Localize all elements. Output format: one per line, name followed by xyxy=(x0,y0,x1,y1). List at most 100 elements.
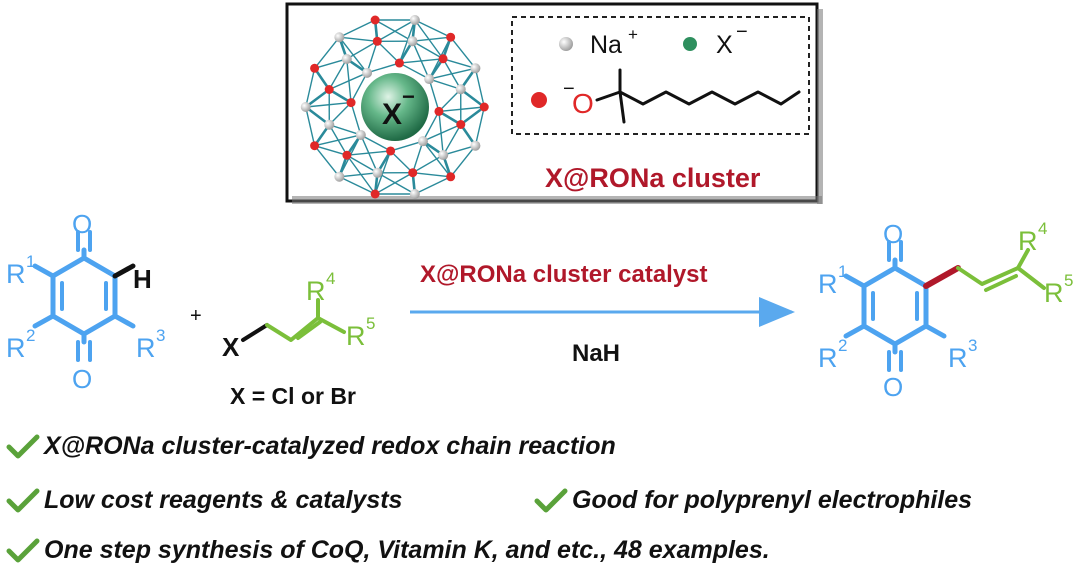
cluster-cage-illustration xyxy=(300,14,489,200)
cage-oxygen-atom xyxy=(342,150,352,160)
cage-bond xyxy=(412,36,451,42)
checkmark-icon xyxy=(534,488,568,514)
cage-oxygen-atom xyxy=(438,54,448,64)
product-r4: R xyxy=(1018,226,1038,256)
catalyst-label: X@RONa cluster catalyst xyxy=(420,261,708,288)
allyl-halide: X R 4 R 5 X = Cl or Br xyxy=(222,269,375,409)
cage-bond xyxy=(422,111,440,142)
oxygen-legend-icon xyxy=(531,92,547,108)
cage-oxygen-atom xyxy=(446,172,456,182)
product-r5-sup: 5 xyxy=(1064,271,1073,290)
checkmark-icon xyxy=(6,538,40,564)
cage-sodium-atom xyxy=(372,167,383,178)
cage-bond xyxy=(438,111,444,156)
allyl-r5: R xyxy=(346,321,366,351)
alkoxide-skeleton xyxy=(595,68,801,124)
product-r2: R xyxy=(818,343,838,373)
cage-bond xyxy=(346,150,391,156)
cage-bond xyxy=(374,19,413,42)
allyl-r4-sup: 4 xyxy=(326,269,335,288)
cage-bond xyxy=(377,172,416,195)
cage-sodium-atom xyxy=(455,84,466,95)
cage-oxygen-atom xyxy=(446,32,456,42)
cage-bond xyxy=(366,62,400,74)
cage-bond xyxy=(314,58,347,69)
halide-condition: X = Cl or Br xyxy=(230,383,356,409)
cage-bond xyxy=(414,176,451,195)
cage-sodium-atom xyxy=(341,53,352,64)
cage-bond xyxy=(366,41,378,74)
cage-bond xyxy=(314,145,348,156)
cage-bond xyxy=(376,40,400,64)
highlight-row-3: Good for polyprenyl electrophiles xyxy=(534,486,972,515)
cage-bond xyxy=(339,176,376,195)
sodium-charge: + xyxy=(628,25,638,44)
cage-bond xyxy=(390,150,414,174)
allyl-r4: R xyxy=(306,276,326,306)
cage-oxygen-atom xyxy=(370,189,380,199)
reactant-o-bottom: O xyxy=(72,364,92,394)
cage-oxygen-atom xyxy=(408,168,418,178)
product-r3: R xyxy=(948,343,968,373)
cage-bond xyxy=(411,40,430,80)
cage-sodium-atom xyxy=(424,74,435,85)
cage-bond xyxy=(329,124,362,136)
cage-bond xyxy=(374,172,414,195)
product-quinone: O O R 1 R 2 R 3 R 4 R 5 xyxy=(818,219,1073,402)
cage-bond xyxy=(428,78,440,112)
cage-bond xyxy=(314,36,340,69)
highlight-text: X@RONa cluster-catalyzed redox chain rea… xyxy=(44,432,616,460)
product-r5: R xyxy=(1044,278,1064,308)
product-r1: R xyxy=(818,269,838,299)
cluster-caption: X@RONa cluster xyxy=(545,163,761,193)
allyl-r5-sup: 5 xyxy=(366,314,375,333)
halide-charge: − xyxy=(736,21,748,43)
cage-sodium-atom xyxy=(470,63,481,74)
alkoxide-charge: − xyxy=(563,78,575,100)
core-anion-label: X xyxy=(382,98,402,131)
product-o-top: O xyxy=(883,219,903,249)
highlight-row-4: One step synthesis of CoQ, Vitamin K, an… xyxy=(6,536,770,565)
cage-bond xyxy=(412,140,424,173)
cage-bond xyxy=(474,106,485,146)
cage-bond xyxy=(438,106,485,113)
cage-bond xyxy=(443,145,476,156)
cage-sodium-atom xyxy=(324,119,335,130)
cage-bond xyxy=(450,145,476,178)
cluster-panel: X − Na + X − − O X@RONa cluster xyxy=(285,2,823,204)
alkoxide-oxygen-label: O xyxy=(572,88,594,119)
cage-bond xyxy=(442,58,462,90)
cage-bond xyxy=(460,105,486,126)
cage-sodium-atom xyxy=(409,14,420,25)
reactant-h: H xyxy=(133,264,152,294)
cage-bond xyxy=(414,19,451,38)
cage-bond xyxy=(339,172,378,178)
legend-box xyxy=(511,16,810,135)
reactant-r3: R xyxy=(136,333,156,363)
reactant-quinone: O O H R 1 R 2 R 3 xyxy=(6,209,165,394)
cage-bond xyxy=(339,19,376,38)
cage-bond xyxy=(412,154,444,174)
highlight-text: Good for polyprenyl electrophiles xyxy=(572,486,973,514)
cage-bond xyxy=(399,62,430,80)
cage-sodium-atom xyxy=(300,102,311,112)
cage-bond xyxy=(442,58,476,69)
cage-sodium-atom xyxy=(409,189,420,200)
cage-bond xyxy=(328,124,348,156)
cage-oxygen-atom xyxy=(310,63,320,73)
highlight-row-1: X@RONa cluster-catalyzed redox chain rea… xyxy=(6,432,616,461)
cage-bond xyxy=(314,145,340,178)
cage-sodium-atom xyxy=(470,140,481,151)
cage-oxygen-atom xyxy=(324,84,334,94)
product-r2-sup: 2 xyxy=(838,336,847,355)
halide-label: X xyxy=(716,31,733,59)
cage-bond xyxy=(346,58,352,103)
cage-oxygen-atom xyxy=(346,98,356,108)
reactant-r2: R xyxy=(6,333,26,363)
cage-sodium-atom xyxy=(417,136,428,147)
cage-bond xyxy=(328,58,348,90)
cage-bond xyxy=(399,58,444,64)
cage-oxygen-atom xyxy=(456,120,466,130)
cage-bond xyxy=(428,78,461,90)
